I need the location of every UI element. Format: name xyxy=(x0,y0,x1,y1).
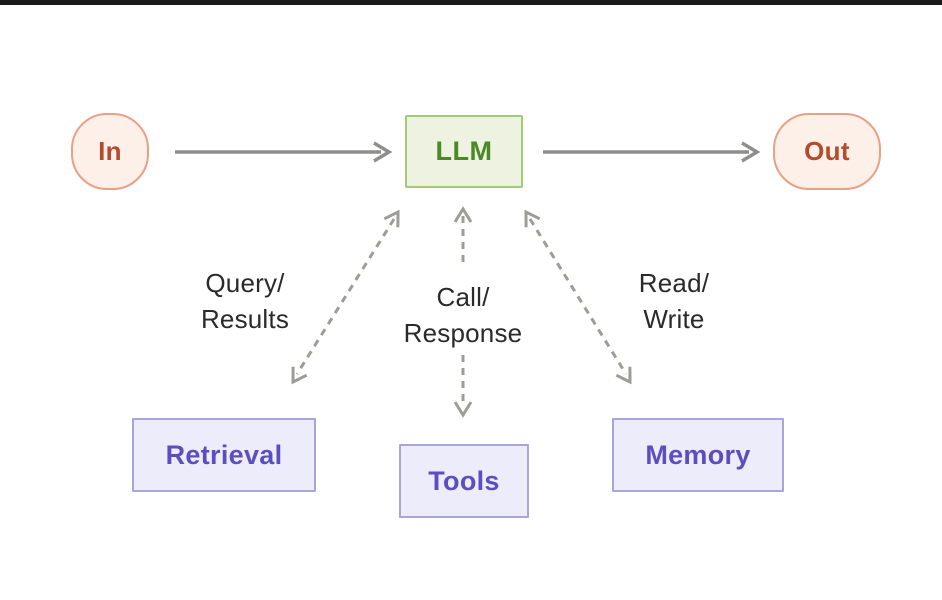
input-node-label: In xyxy=(98,136,122,166)
memory-node: Memory xyxy=(612,418,784,492)
arrow-in-to-llm xyxy=(175,141,393,163)
edge-label-read-write: Read/ Write xyxy=(564,265,784,337)
llm-node: LLM xyxy=(405,115,523,188)
retrieval-node-label: Retrieval xyxy=(165,439,283,470)
edge-label-line: Response xyxy=(403,318,523,348)
edge-label-call-response: Call/ Response xyxy=(353,279,573,351)
tools-node-label: Tools xyxy=(428,465,500,496)
input-node: In xyxy=(71,113,149,190)
top-black-bar xyxy=(0,0,942,5)
llm-node-label: LLM xyxy=(435,136,493,166)
edge-label-line: Query/ xyxy=(205,268,285,298)
edge-label-line: Write xyxy=(643,304,705,334)
dashed-arrow-llm-retrieval xyxy=(291,209,400,385)
dashed-arrow-llm-tools xyxy=(453,206,473,418)
arrow-llm-to-out xyxy=(543,141,761,163)
edge-label-line: Read/ xyxy=(638,268,710,298)
edge-label-line: Call/ xyxy=(436,282,490,312)
dashed-arrow-llm-memory xyxy=(524,209,632,385)
edge-label-line: Results xyxy=(200,304,290,334)
output-node: Out xyxy=(773,113,881,190)
tools-node: Tools xyxy=(399,444,529,518)
output-node-label: Out xyxy=(804,136,850,166)
edge-label-query-results: Query/ Results xyxy=(135,265,355,337)
retrieval-node: Retrieval xyxy=(132,418,316,492)
memory-node-label: Memory xyxy=(645,439,751,470)
